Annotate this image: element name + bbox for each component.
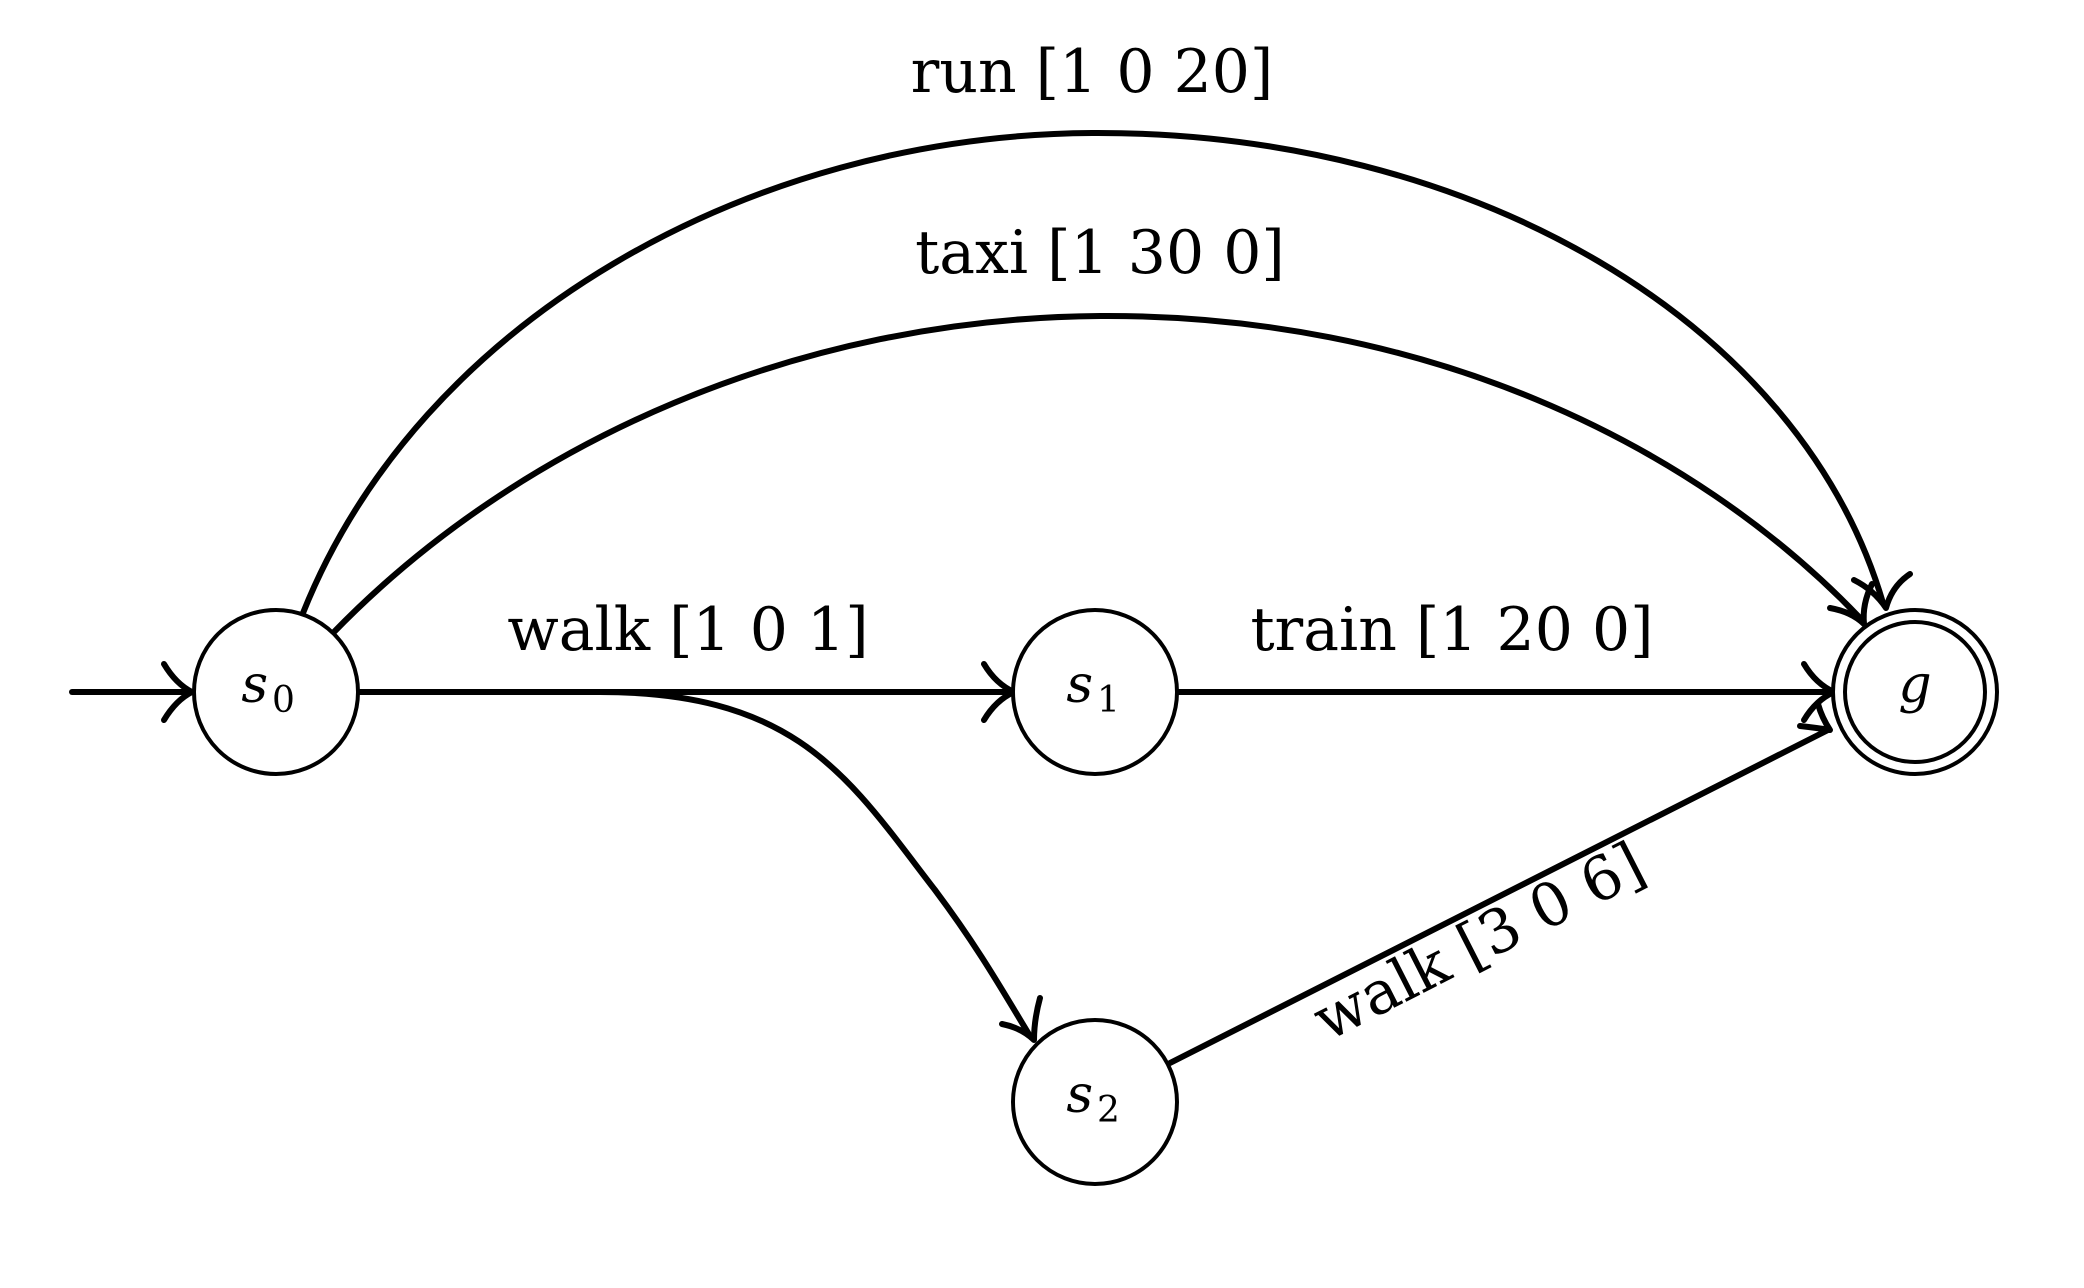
state-s1-name: s (1066, 655, 1093, 715)
state-s0[interactable]: s 0 (192, 608, 360, 776)
state-s0-name: s (241, 655, 268, 715)
edge-label-walk-s0-s1: walk [1 0 1] (507, 595, 868, 665)
edge-walk-s0-s1 (357, 661, 1017, 723)
state-g-accepting[interactable]: g (1831, 608, 1999, 776)
state-s1-subscript: 1 (1097, 680, 1120, 721)
state-s2[interactable]: s 2 (1011, 1018, 1179, 1186)
initial-edge (69, 661, 195, 723)
edge-taxi (330, 312, 1875, 636)
edge-run (300, 129, 1913, 616)
edge-label-run: run [1 0 20] (911, 37, 1274, 107)
state-s0-subscript: 0 (272, 680, 295, 721)
edge-train (1175, 661, 1837, 723)
state-s2-name: s (1066, 1065, 1093, 1125)
state-g-name: g (1898, 655, 1931, 715)
edge-label-walk-s2-g: walk [3 0 6] (1302, 829, 1656, 1055)
edge-walk-branch-s2 (597, 689, 1043, 1043)
edge-label-train: train [1 20 0] (1250, 595, 1653, 665)
edge-walk-s2-g (1167, 701, 1833, 1066)
edge-label-taxi: taxi [1 30 0] (915, 218, 1285, 288)
state-s2-subscript: 2 (1097, 1090, 1120, 1131)
state-s1[interactable]: s 1 (1011, 608, 1179, 776)
